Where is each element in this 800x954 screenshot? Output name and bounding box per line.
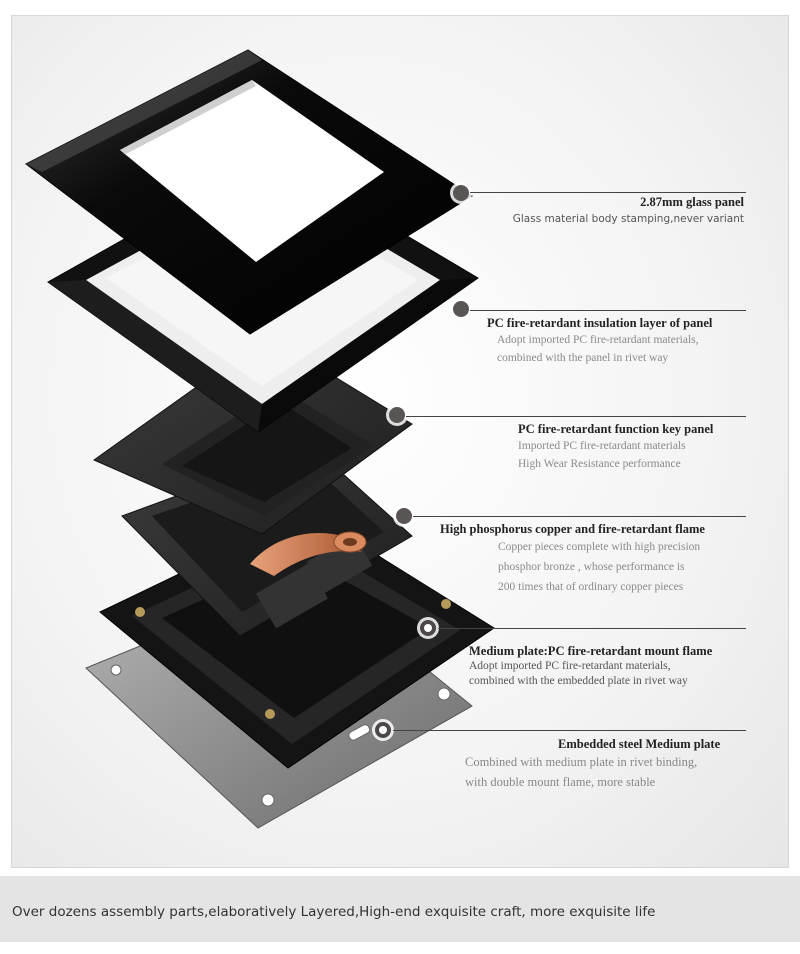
callout-desc-2-2: combined with the panel in rivet way <box>497 352 669 364</box>
callout-line-5 <box>438 628 746 629</box>
callout-medium-plate: Medium plate:PC fire-retardant mount fla… <box>469 643 712 689</box>
callout-title-6: Embedded steel Medium plate <box>558 737 721 751</box>
callout-desc-5-1: Adopt imported PC fire-retardant materia… <box>469 660 671 672</box>
callout-marker-1 <box>453 185 469 201</box>
callout-insulation-layer: PC fire-retardant insulation layer of pa… <box>487 315 712 367</box>
callout-title-3: PC fire-retardant function key panel <box>518 422 714 436</box>
callout-desc-4-2: phosphor bronze , whose performance is <box>498 561 685 573</box>
callout-marker-6 <box>375 722 391 738</box>
callout-marker-4 <box>396 508 412 524</box>
callout-title-2: PC fire-retardant insulation layer of pa… <box>487 316 713 330</box>
glass-panel <box>25 49 473 335</box>
callout-desc-5-2: combined with the embedded plate in rive… <box>469 675 688 687</box>
callout-marker-3 <box>389 407 405 423</box>
callout-line-4 <box>413 516 746 517</box>
callout-function-key-panel: PC fire-retardant function key panel Imp… <box>518 421 713 473</box>
callout-desc-2-1: Adopt imported PC fire-retardant materia… <box>497 334 699 346</box>
footer-tagline: Over dozens assembly parts,elaborativelу… <box>12 904 656 920</box>
footer-banner: Over dozens assembly parts,elaborativelу… <box>0 876 800 942</box>
callout-line-2 <box>470 310 746 311</box>
callout-desc-1-1: Glass material body stamping,never varia… <box>512 213 744 225</box>
diagram-frame: 2.87mm glass panel Glass material body s… <box>11 15 789 868</box>
callout-title-5: Medium plate:PC fire-retardant mount fla… <box>469 644 713 658</box>
callout-glass-panel: 2.87mm glass panel Glass material body s… <box>513 194 744 228</box>
callout-line-1 <box>470 192 746 193</box>
callout-desc-4-3: 200 times that of ordinary copper pieces <box>498 581 684 593</box>
callout-marker-5 <box>420 620 436 636</box>
function-key-panel <box>92 335 413 535</box>
callout-line-6 <box>393 730 746 731</box>
callout-line-3 <box>406 416 746 417</box>
callout-desc-3-1: Imported PC fire-retardant materials <box>518 440 686 452</box>
callout-embedded-steel-plate: Embedded steel Medium plate Combined wit… <box>465 736 720 792</box>
callout-copper-flame: High phosphorus copper and fire-retardan… <box>440 521 705 597</box>
callout-marker-2 <box>453 301 469 317</box>
callout-desc-6-2: with double mount flame, more stable <box>465 775 656 789</box>
callout-desc-3-2: High Wear Resistance performance <box>518 458 681 470</box>
exploded-socket-illustration <box>25 49 495 829</box>
callout-title-4: High phosphorus copper and fire-retardan… <box>440 522 705 536</box>
callout-desc-6-1: Combined with medium plate in rivet bind… <box>465 755 698 769</box>
callout-desc-4-1: Copper pieces complete with high precisi… <box>498 541 701 553</box>
callout-title-1: 2.87mm glass panel <box>640 195 744 209</box>
